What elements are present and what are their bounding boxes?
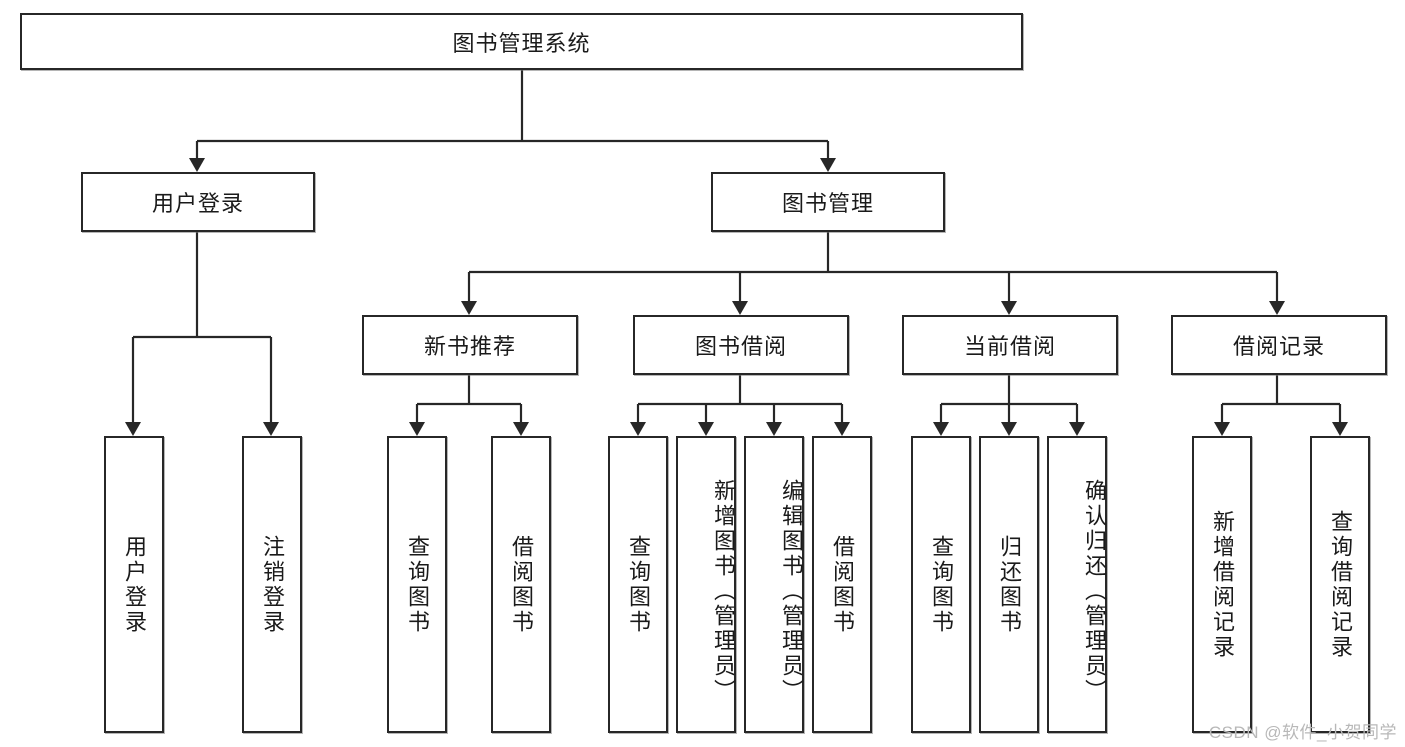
node-leaf-borrow-query-book-label: 查询图书 — [626, 534, 651, 635]
node-leaf-return-book[interactable]: 归还图书 — [979, 436, 1039, 733]
node-user-login[interactable]: 用户登录 — [81, 172, 315, 232]
node-user-login-label: 用户登录 — [151, 191, 244, 216]
node-leaf-add-borrow-record[interactable]: 新增借阅记录 — [1192, 436, 1252, 733]
node-leaf-recommend-query-book-label: 查询图书 — [405, 534, 430, 635]
node-leaf-confirm-return-admin-label: 确认归还（管理员） — [1082, 479, 1107, 704]
node-leaf-return-book-label: 归还图书 — [997, 534, 1022, 635]
node-leaf-confirm-return-admin[interactable]: 确认归还（管理员） — [1047, 436, 1107, 733]
node-leaf-borrow-book[interactable]: 借阅图书 — [812, 436, 872, 733]
node-leaf-user-login-label: 用户登录 — [122, 534, 147, 635]
node-leaf-current-query-book-label: 查询图书 — [929, 534, 954, 635]
node-borrow-record-label: 借阅记录 — [1232, 334, 1325, 359]
node-book-borrow-label: 图书借阅 — [694, 334, 787, 359]
node-current-borrow-label: 当前借阅 — [963, 334, 1056, 359]
node-new-book-recommend[interactable]: 新书推荐 — [362, 315, 578, 375]
node-new-book-recommend-label: 新书推荐 — [423, 334, 516, 359]
node-book-management[interactable]: 图书管理 — [711, 172, 945, 232]
node-current-borrow[interactable]: 当前借阅 — [902, 315, 1118, 375]
node-leaf-add-book-admin[interactable]: 新增图书（管理员） — [676, 436, 736, 733]
node-borrow-record[interactable]: 借阅记录 — [1171, 315, 1387, 375]
node-leaf-edit-book-admin-label: 编辑图书（管理员） — [779, 479, 804, 704]
node-root-system-label: 图书管理系统 — [452, 30, 591, 56]
node-leaf-current-query-book[interactable]: 查询图书 — [911, 436, 971, 733]
node-leaf-user-login[interactable]: 用户登录 — [104, 436, 164, 733]
node-book-borrow[interactable]: 图书借阅 — [633, 315, 849, 375]
node-leaf-edit-book-admin[interactable]: 编辑图书（管理员） — [744, 436, 804, 733]
node-leaf-logout-label: 注销登录 — [260, 534, 285, 635]
node-leaf-add-borrow-record-label: 新增借阅记录 — [1210, 509, 1235, 660]
node-book-management-label: 图书管理 — [781, 191, 874, 216]
node-leaf-recommend-query-book[interactable]: 查询图书 — [387, 436, 447, 733]
node-leaf-borrow-book-label: 借阅图书 — [830, 534, 855, 635]
node-leaf-query-borrow-record[interactable]: 查询借阅记录 — [1310, 436, 1370, 733]
node-leaf-recommend-borrow-book[interactable]: 借阅图书 — [491, 436, 551, 733]
node-leaf-add-book-admin-label: 新增图书（管理员） — [711, 479, 736, 704]
node-leaf-logout[interactable]: 注销登录 — [242, 436, 302, 733]
node-leaf-borrow-query-book[interactable]: 查询图书 — [608, 436, 668, 733]
node-leaf-query-borrow-record-label: 查询借阅记录 — [1328, 509, 1353, 660]
csdn-watermark: CSDN @软件_小贺同学 — [1208, 723, 1397, 742]
node-leaf-recommend-borrow-book-label: 借阅图书 — [509, 534, 534, 635]
node-root-system[interactable]: 图书管理系统 — [20, 13, 1023, 70]
